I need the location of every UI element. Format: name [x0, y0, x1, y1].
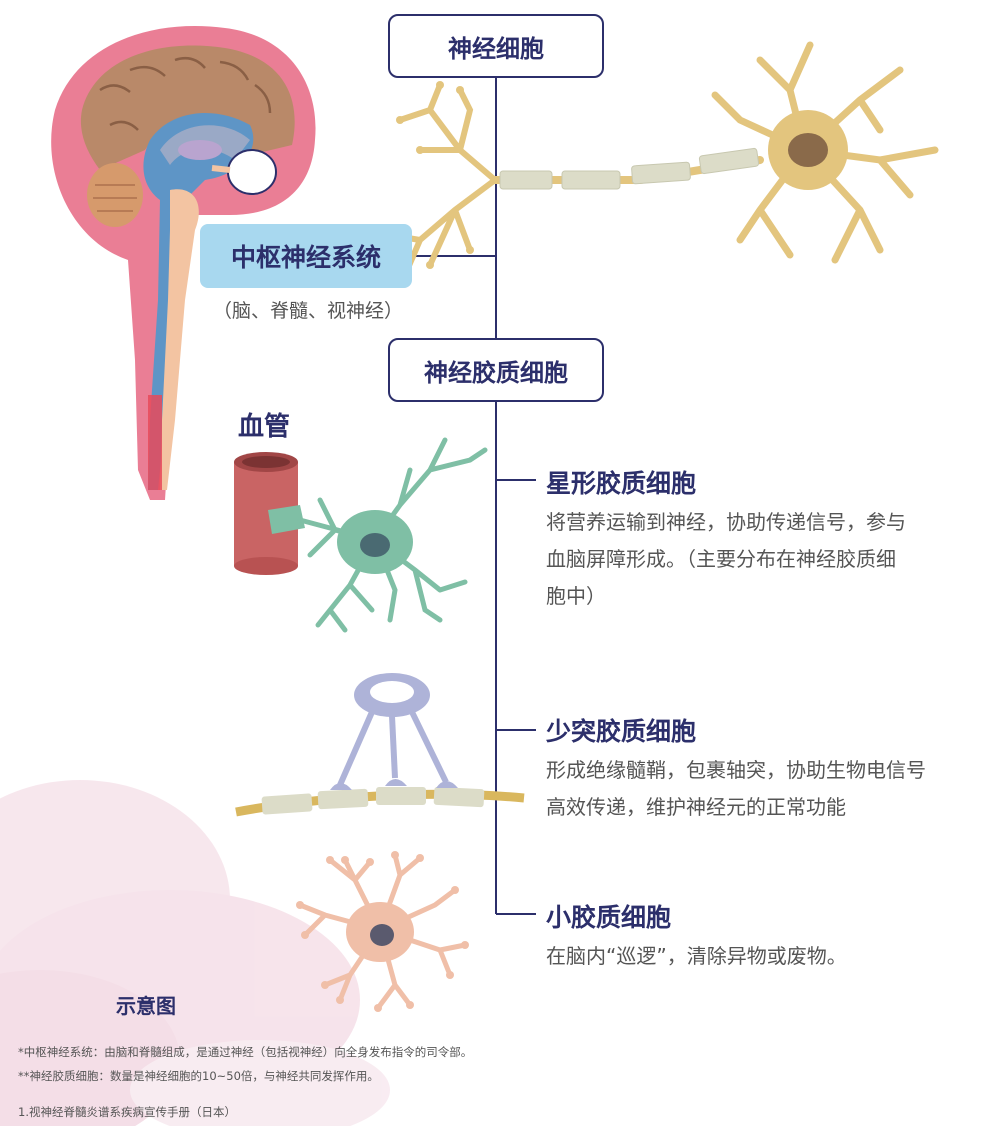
- microglia-description: 在脑内“巡逻”，清除异物或废物。: [546, 944, 847, 968]
- cns-subtitle: （脑、脊髓、视神经）: [212, 300, 403, 322]
- connector-lines: [412, 78, 536, 915]
- glia-box: 神经胶质细胞: [388, 338, 604, 402]
- footnote-glia: **神经胶质细胞：数量是神经细胞的10~50倍，与神经共同发挥作用。: [18, 1069, 379, 1083]
- blood-vessel-illustration: [234, 452, 305, 575]
- microglia-tips: [296, 851, 469, 1012]
- oligodendrocyte-illustration: [235, 673, 525, 817]
- legend-label: 示意图: [116, 994, 176, 1018]
- brain-illustration: [51, 25, 316, 500]
- astrocyte-description: 将营养运输到神经，协助传递信号，参与 血脑屏障形成。（主要分布在神经胶质细 胞中…: [546, 510, 906, 608]
- astrocyte-title: 星形胶质细胞: [546, 469, 697, 498]
- neuron-illustration: [386, 41, 939, 279]
- neuron-myelin: [499, 147, 760, 190]
- neuron-box: 神经细胞: [388, 14, 604, 78]
- footnote-reference: 1.视神经脊髓炎谱系疾病宣传手册（日本）: [18, 1105, 236, 1119]
- footnote-cns: *中枢神经系统：由脑和脊髓组成，是通过神经（包括视神经）向全身发布指令的司令部。: [18, 1045, 473, 1059]
- blood-vessel-label: 血管: [238, 412, 291, 442]
- microglia-nucleus: [370, 924, 394, 946]
- oligodendrocyte-description: 形成绝缘髓鞘，包裹轴突，协助生物电信号 高效传递，维护神经元的正常功能: [546, 758, 926, 819]
- astrocyte-nucleus: [360, 533, 390, 557]
- oligodendrocyte-title: 少突胶质细胞: [546, 717, 697, 746]
- cns-label: 中枢神经系统: [200, 224, 412, 288]
- neuron-nucleus: [788, 133, 828, 167]
- watercolor-background: [0, 780, 390, 1126]
- microglia-title: 小胶质细胞: [546, 903, 672, 932]
